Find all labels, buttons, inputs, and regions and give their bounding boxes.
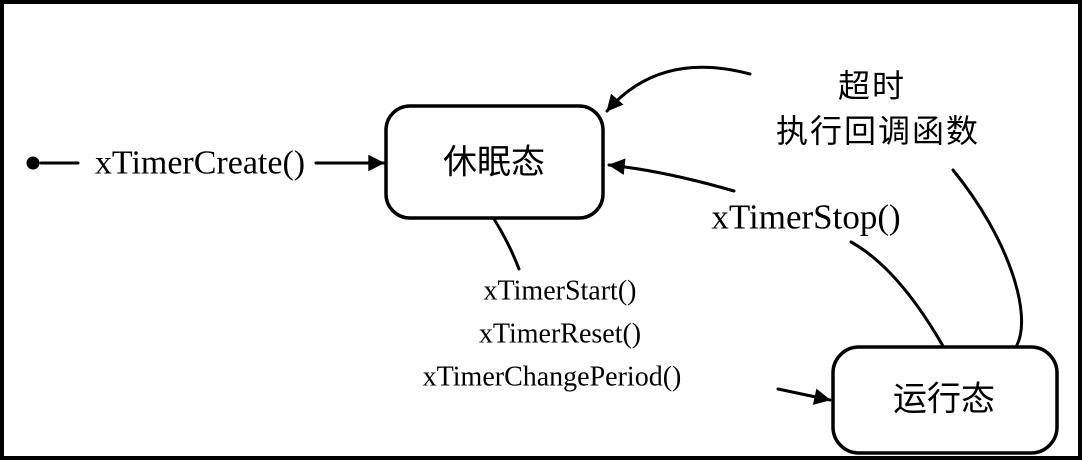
timeout-label-line2: 执行回调函数 bbox=[776, 113, 980, 149]
start-transition-curve bbox=[492, 217, 521, 271]
dormant-state-label: 休眠态 bbox=[443, 144, 545, 182]
stop-curve-from-running bbox=[849, 240, 945, 348]
state-running-box bbox=[831, 345, 1059, 455]
timeout-up-curve bbox=[951, 168, 1024, 347]
stop-arrow-segment bbox=[607, 158, 736, 193]
running-state-label: 运行态 bbox=[893, 381, 995, 419]
start-transition-label-reset: xTimerReset() bbox=[479, 319, 641, 350]
create-transition-label: xTimerCreate() bbox=[95, 145, 305, 182]
start-transition-arrow bbox=[776, 387, 832, 405]
timeout-label-line1: 超时 bbox=[838, 68, 906, 104]
initial-state-dot bbox=[26, 156, 40, 170]
timeout-return-arc bbox=[605, 65, 752, 113]
start-transition-label-start: xTimerStart() bbox=[484, 276, 637, 307]
stop-transition-label: xTimerStop() bbox=[711, 198, 900, 237]
start-transition-label-changeperiod: xTimerChangePeriod() bbox=[423, 362, 682, 393]
